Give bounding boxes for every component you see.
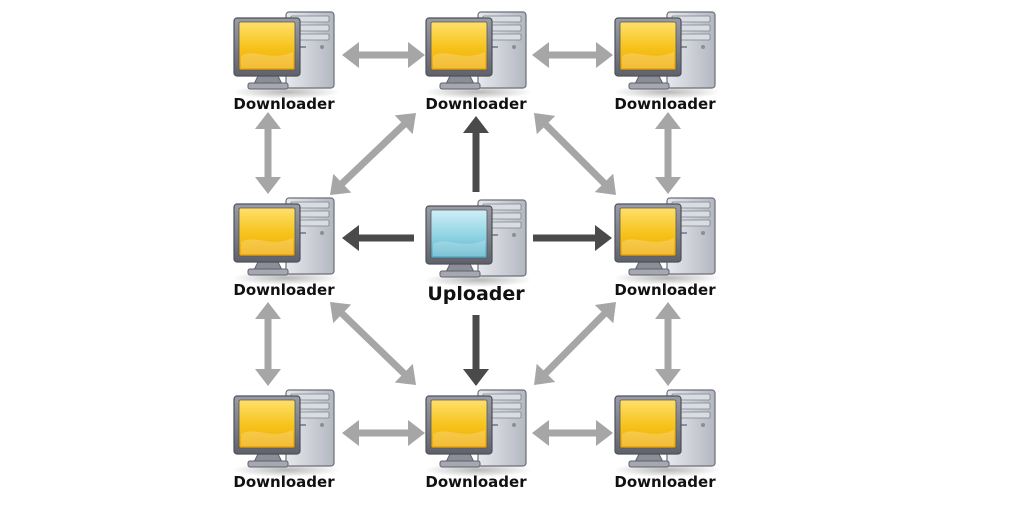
arrow-tl-ml (255, 112, 281, 194)
arrow-ml-bl (255, 302, 281, 386)
monitor-icon (614, 395, 682, 468)
downloader-label: Downloader (233, 473, 335, 491)
arrow-ml-bc (330, 302, 417, 385)
downloader-label: Downloader (614, 281, 716, 299)
monitor-icon (425, 17, 493, 90)
arrow-bl-bc (342, 420, 425, 446)
downloader-label: Downloader (233, 95, 335, 113)
downloader-label: Downloader (233, 281, 335, 299)
arrow-tc-mr (534, 113, 617, 196)
uploader-label: Uploader (427, 283, 525, 305)
monitor-icon (614, 17, 682, 90)
downloader-computer-bl: Downloader (232, 389, 340, 491)
downloader-label: Downloader (614, 473, 716, 491)
arrow-ml-tc (330, 112, 416, 195)
monitor-icon (233, 17, 301, 90)
downloader-computer-tc: Downloader (424, 11, 532, 113)
uploader-computer-center: Uploader (424, 199, 532, 305)
monitor-icon (614, 203, 682, 276)
arrow-tc-tr (532, 42, 613, 68)
arrow-center-bc (463, 315, 489, 386)
downloader-computer-br: Downloader (613, 389, 721, 491)
monitor-icon (233, 395, 301, 468)
downloader-computer-bc: Downloader (424, 389, 532, 491)
arrow-bc-mr (534, 301, 616, 385)
arrow-mr-br (655, 302, 681, 386)
downloader-computer-ml: Downloader (232, 197, 340, 299)
arrow-bc-br (532, 420, 613, 446)
monitor-icon (425, 205, 493, 278)
arrow-tr-mr (655, 112, 681, 194)
downloader-computer-tr: Downloader (613, 11, 721, 113)
arrow-tl-tc (342, 42, 425, 68)
downloader-computer-mr: Downloader (613, 197, 721, 299)
monitor-icon (425, 395, 493, 468)
downloader-label: Downloader (425, 473, 527, 491)
arrow-center-mr (533, 225, 612, 251)
connection-arrows (255, 42, 681, 446)
arrow-center-ml (342, 225, 414, 251)
downloader-label: Downloader (425, 95, 527, 113)
downloader-label: Downloader (614, 95, 716, 113)
monitor-icon (233, 203, 301, 276)
downloader-computer-tl: Downloader (232, 11, 340, 113)
arrow-center-tc (463, 116, 489, 192)
